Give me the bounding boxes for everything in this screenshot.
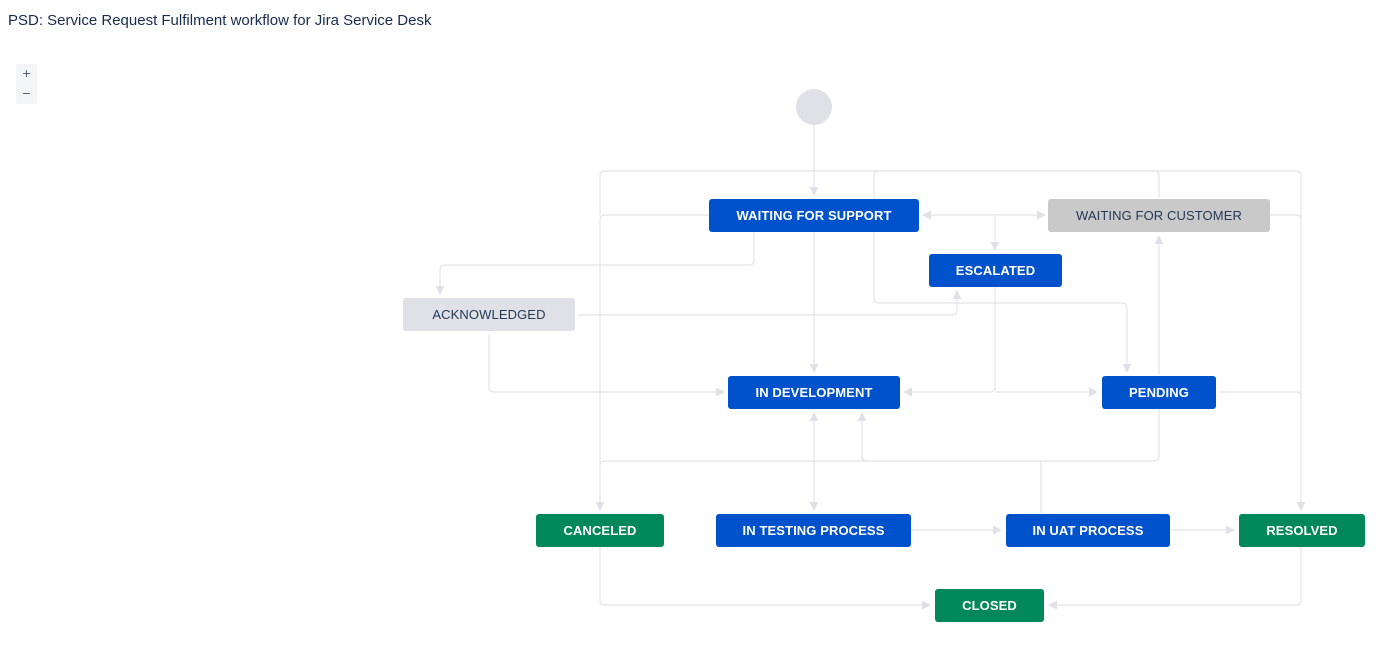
- page-title: PSD: Service Request Fulfilment workflow…: [8, 12, 432, 29]
- transition-pending-to-resolved: [1220, 391, 1302, 398]
- status-canceled[interactable]: CANCELED: [536, 514, 664, 547]
- workflow-start-node: [796, 89, 832, 125]
- transition-uat-to-canceled: [599, 460, 1042, 513]
- status-waiting-for-support[interactable]: WAITING FOR SUPPORT: [709, 199, 919, 232]
- status-closed[interactable]: CLOSED: [935, 589, 1044, 622]
- zoom-controls: + −: [16, 64, 37, 104]
- status-acknowledged[interactable]: ACKNOWLEDGED: [403, 298, 575, 331]
- transition-to-pending: [873, 170, 1160, 373]
- zoom-out-button[interactable]: −: [16, 84, 37, 104]
- transition-customer-to-resolved: [1270, 214, 1302, 221]
- transition-support-to-canceled: [595, 214, 709, 511]
- transition-acknowledged-to-in-development: [488, 335, 725, 397]
- status-in-uat-process[interactable]: IN UAT PROCESS: [1006, 514, 1170, 547]
- transition-pending-to-in-development: [857, 409, 1160, 462]
- status-resolved[interactable]: RESOLVED: [1239, 514, 1365, 547]
- status-escalated[interactable]: ESCALATED: [929, 254, 1062, 287]
- zoom-in-button[interactable]: +: [16, 64, 37, 84]
- status-in-testing-process[interactable]: IN TESTING PROCESS: [716, 514, 911, 547]
- status-in-development[interactable]: IN DEVELOPMENT: [728, 376, 900, 409]
- transition-escalated-to-in-development: [903, 287, 996, 397]
- transition-support-to-acknowledged: [435, 232, 755, 295]
- transition-resolved-to-closed: [1048, 547, 1302, 610]
- transition-acknowledged-to-escalated: [578, 290, 962, 316]
- status-waiting-for-customer[interactable]: WAITING FOR CUSTOMER: [1048, 199, 1270, 232]
- status-pending[interactable]: PENDING: [1102, 376, 1216, 409]
- transition-canceled-to-closed: [599, 547, 931, 610]
